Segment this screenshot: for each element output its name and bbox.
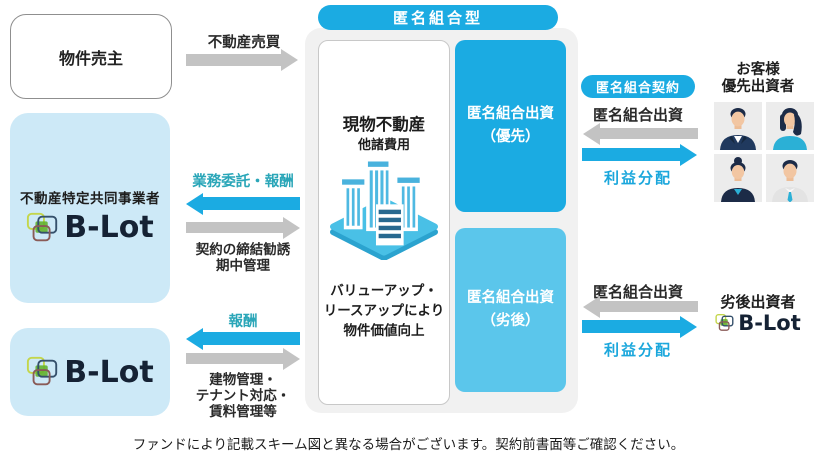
senior-investors-title-line2: 優先出資者	[721, 79, 795, 95]
property-seller-box: 物件売主	[10, 14, 172, 99]
building-illustration-icon	[330, 161, 438, 260]
senior-investment-line1: 匿名組合出資	[467, 106, 554, 122]
asset-note-line1: バリューアップ・	[330, 283, 438, 299]
b-lot-logo-icon	[27, 356, 58, 386]
manager-box: B-Lot	[10, 328, 170, 416]
operator-title: 不動産特定共同事業者	[20, 191, 160, 207]
junior-investor-title: 劣後出資者	[720, 293, 796, 311]
investor-avatars	[714, 102, 814, 202]
senior-investment-flow-label: 匿名組合出資	[592, 106, 683, 124]
operator-box: 不動産特定共同事業者 B-Lot	[10, 113, 170, 303]
junior-profit-label: 利益分配	[603, 341, 672, 359]
b-lot-logo-text: B-Lot	[738, 311, 801, 335]
sale-flow-label: 不動産売買	[207, 35, 281, 51]
senior-investment-box: 匿名組合出資 （優先）	[455, 40, 566, 212]
junior-investor-logo: B-Lot	[700, 311, 816, 335]
junior-investment-line2: （劣後）	[481, 313, 540, 329]
junior-investment-flow-label: 匿名組合出資	[592, 283, 683, 301]
senior-profit-label: 利益分配	[603, 169, 672, 187]
senior-investment-arrow-left-icon	[600, 128, 698, 139]
asset-subtitle: 他諸費用	[357, 138, 410, 153]
management-arrow-right-icon	[186, 353, 283, 364]
asset-title: 現物不動産	[342, 115, 426, 134]
footer-caption: ファンドにより記載スキーム図と異なる場合がございます。契約前書面等ご確認ください…	[132, 437, 685, 453]
junior-investment-arrow-left-icon	[600, 301, 698, 312]
scheme-type-pill: 匿名組合型	[318, 5, 558, 30]
junior-investment-box: 匿名組合出資 （劣後）	[455, 228, 566, 392]
fee-arrow-left-icon	[203, 332, 300, 345]
senior-investment-line2: （優先）	[481, 129, 540, 145]
outsourcing-sub-label-2: 期中管理	[216, 258, 270, 274]
investor-avatar-man-suit-icon	[714, 102, 762, 150]
senior-investors-title-line1: お客様	[736, 62, 780, 78]
b-lot-logo-icon	[715, 313, 734, 331]
fee-flow-label: 報酬	[228, 314, 258, 330]
asset-box: 現物不動産 他諸費用	[318, 40, 450, 405]
outsourcing-flow-label: 業務委託・報酬	[192, 174, 294, 190]
b-lot-logo-text: B-Lot	[64, 210, 154, 245]
junior-distribution-arrow-right-icon	[582, 320, 680, 333]
outsourcing-arrow-left-icon	[203, 197, 300, 210]
contract-pill: 匿名組合契約	[581, 75, 695, 98]
investor-avatar-man-tie-icon	[766, 154, 814, 202]
b-lot-logo-icon	[27, 212, 58, 241]
b-lot-logo-text: B-Lot	[64, 354, 154, 390]
junior-investment-line1: 匿名組合出資	[467, 290, 554, 306]
investor-avatar-woman-bun-icon	[714, 154, 762, 202]
outsourcing-sub-label-1: 契約の締結勧誘	[195, 242, 291, 258]
solicitation-arrow-right-icon	[186, 222, 283, 233]
senior-distribution-arrow-right-icon	[582, 148, 680, 161]
asset-note: バリューアップ・ リースアップにより 物件価値向上	[319, 281, 449, 341]
fee-sub-label-3: 賃料管理等	[209, 404, 277, 420]
fee-sub-label-1: 建物管理・	[209, 372, 277, 388]
asset-note-line2: リースアップにより	[323, 303, 445, 319]
asset-note-line3: 物件価値向上	[343, 323, 425, 339]
senior-investors-title: お客様 優先出資者	[700, 62, 816, 96]
sale-arrow-right-icon	[186, 54, 281, 66]
b-lot-logo: B-Lot	[10, 210, 170, 245]
fee-sub-label-2: テナント対応・	[195, 388, 291, 404]
investor-avatar-woman-teal-icon	[766, 102, 814, 150]
